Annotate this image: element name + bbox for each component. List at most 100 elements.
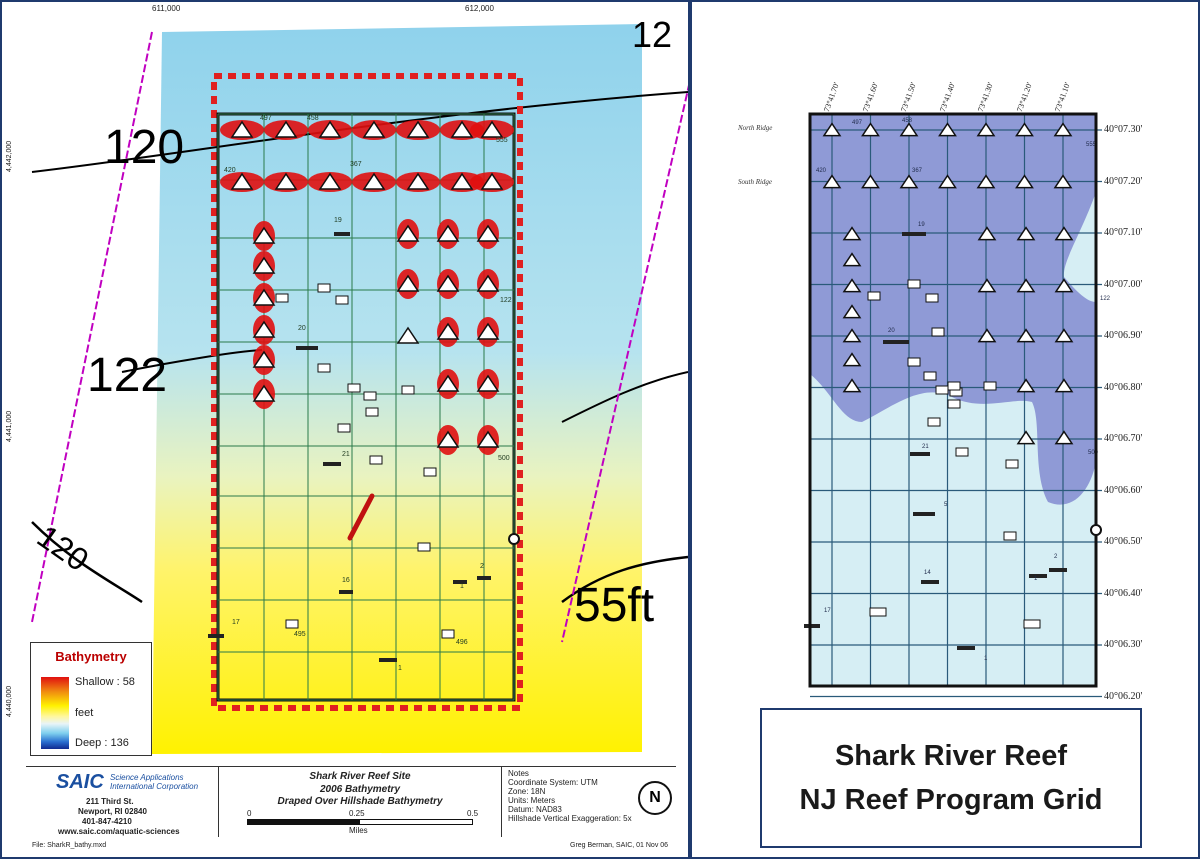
reef-number-label: 5 [944, 502, 948, 508]
reef-structure-icon [931, 327, 945, 337]
map-title: Shark River Reef Site [309, 771, 411, 782]
reef-pyramid-icon [406, 120, 430, 138]
reef-structure-icon [337, 423, 351, 433]
latitude-tick-label: 40°06.90' [1104, 330, 1143, 341]
reef-structure-icon [907, 279, 921, 289]
y-tick-label: 4,440,000 [6, 685, 13, 717]
shipwreck-icon [913, 512, 935, 516]
notes-line: Notes [508, 769, 529, 778]
reef-number-label: 458 [902, 118, 913, 124]
reef-structure-icon [955, 447, 969, 457]
reef-pyramid-icon [436, 224, 460, 242]
latitude-tick-label: 40°06.30' [1104, 639, 1143, 650]
reef-structure-icon [401, 385, 415, 395]
reef-pyramid-icon [476, 274, 500, 292]
shipwreck-icon [334, 232, 350, 236]
title-line-1: Shark River Reef [834, 740, 1068, 772]
reef-pyramid-icon [977, 226, 997, 241]
notes-line: Coordinate System: UTM [508, 778, 598, 787]
shipwreck-icon [1049, 568, 1067, 572]
legend-deep-label: Deep : 136 [75, 737, 129, 749]
reef-pyramid-icon [822, 174, 842, 189]
reef-pyramid-icon [1016, 226, 1036, 241]
reef-number-label: 497 [852, 120, 863, 126]
latitude-tick-label: 40°06.60' [1104, 484, 1143, 496]
reef-structure-icon [1003, 531, 1017, 541]
reef-pyramid-icon [476, 430, 500, 448]
reef-number-label: 21 [922, 444, 929, 450]
latitude-tick-label: 40°07.20' [1104, 175, 1143, 187]
company-name: Science Applications [110, 773, 184, 782]
reef-pyramid-icon [976, 122, 996, 137]
reef-shallow-patch [347, 493, 375, 541]
map-filename: File: SharkR_bathy.mxd [32, 842, 107, 849]
reef-pyramid-icon [1015, 174, 1034, 189]
depth-contour-label: 12 [632, 14, 673, 55]
reef-pyramid-icon [1015, 122, 1034, 137]
map-author: Greg Berman, SAIC, 01 Nov 06 [570, 842, 669, 849]
reef-structure-icon [417, 542, 431, 552]
latitude-tick-label: 40°07.30' [1104, 124, 1143, 135]
reef-number-label: 1 [398, 665, 402, 672]
reef-number-label: 555 [1086, 142, 1097, 148]
latitude-tick-label: 40°06.50' [1104, 536, 1143, 547]
shipwreck-icon [296, 346, 318, 350]
depth-contour-label: 55ft [574, 579, 655, 632]
reef-structure-icon [317, 363, 331, 373]
shipwreck-icon [477, 576, 491, 580]
latitude-tick-label: 40°06.20' [1104, 690, 1143, 702]
company-name: International Corporation [110, 782, 199, 791]
south-ridge-label: South Ridge [738, 178, 773, 186]
reef-number-label: 420 [224, 167, 236, 174]
reef-number-label: 458 [307, 115, 319, 122]
reef-structure-icon [925, 293, 939, 303]
reef-pyramid-icon [252, 226, 276, 244]
reef-pyramid-icon [318, 172, 342, 190]
latitude-tick-label: 40°06.80' [1104, 381, 1143, 393]
shipwreck-icon [957, 646, 975, 650]
reef-pyramid-icon [977, 278, 997, 293]
reef-number-label: 555 [496, 137, 508, 144]
reef-pyramid-icon [230, 120, 254, 138]
reef-pyramid-icon [396, 224, 420, 242]
shipwreck-icon [379, 658, 397, 662]
reef-pyramid-icon [899, 122, 919, 137]
reef-number-label: 2 [480, 563, 484, 570]
shipwreck-icon [910, 452, 930, 456]
reef-pyramid-icon [861, 122, 880, 137]
title-box: Shark River Reef NJ Reef Program Grid [760, 708, 1142, 848]
reef-structure-icon [869, 607, 887, 617]
reef-pyramid-icon [1054, 430, 1074, 445]
reef-structure-icon [335, 295, 349, 305]
shipwreck-icon [208, 634, 224, 638]
reef-structure-icon [363, 391, 377, 401]
reef-number-label: 367 [350, 161, 362, 168]
reef-number-label: 20 [298, 325, 306, 332]
depth-contour-label: 122 [87, 349, 168, 402]
reef-structure-icon [365, 407, 379, 417]
reef-structure-icon [275, 293, 289, 303]
reef-structure-icon [441, 629, 455, 639]
reef-number-label: 21 [342, 451, 350, 458]
latitude-tick-label: 40°06.40' [1104, 587, 1143, 599]
company-website: www.saic.com/aquatic-sciences [58, 827, 180, 836]
reef-pyramid-icon [252, 256, 276, 274]
shipwreck-icon [453, 580, 467, 584]
reef-pyramid-icon [396, 326, 420, 344]
reef-pyramid-icon [252, 384, 276, 402]
reef-number-label: 2 [1054, 554, 1058, 560]
notes-line: Units: Meters [508, 796, 556, 805]
reef-pyramid-icon [1054, 328, 1074, 343]
map-title-block: Shark River Reef Site 2006 Bathymetry Dr… [218, 767, 502, 837]
reef-number-label: 497 [260, 115, 272, 122]
reef-pyramid-icon [1054, 378, 1074, 393]
reef-pyramid-icon [450, 172, 474, 190]
reef-number-label: 500 [498, 455, 510, 462]
reef-pyramid-icon [230, 172, 254, 190]
reef-pyramid-icon [406, 172, 430, 190]
legend-shallow-label: Shallow : 58 [75, 676, 135, 688]
map-subtitle: 2006 Bathymetry [319, 784, 401, 795]
reef-structure-icon [923, 371, 937, 381]
